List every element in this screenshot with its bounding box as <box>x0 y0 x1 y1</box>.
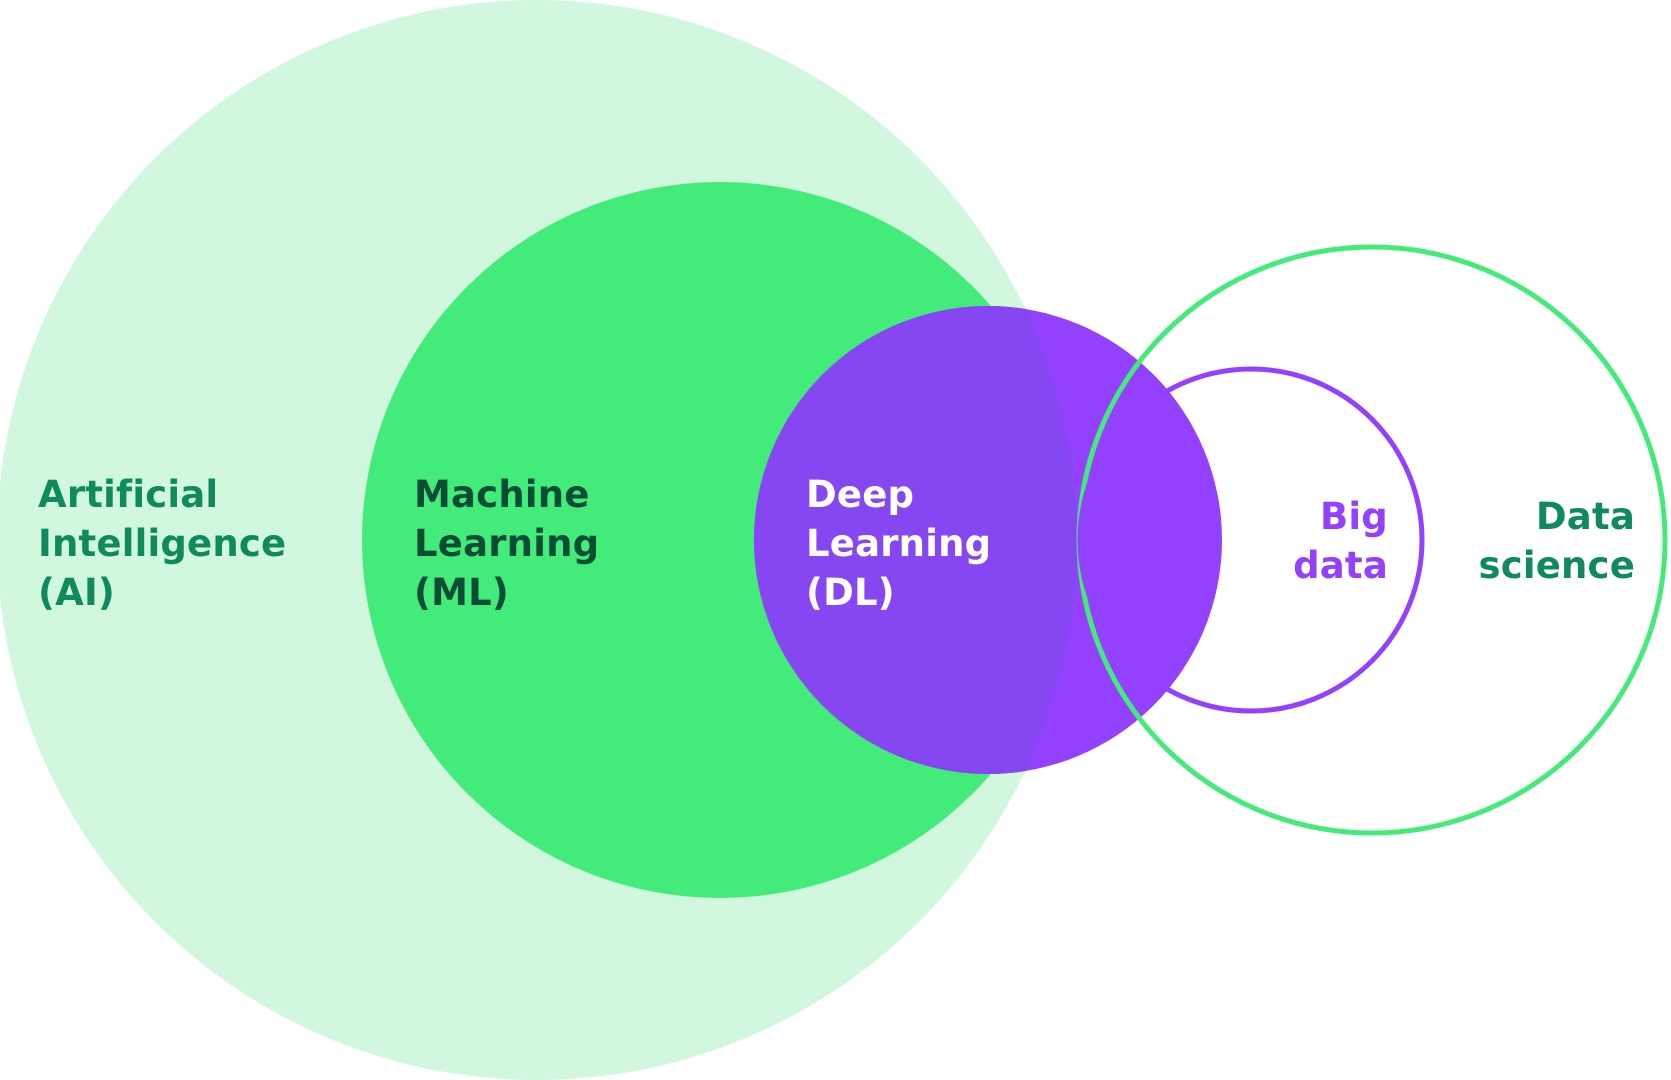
dl-label-line-3: (DL) <box>806 571 895 614</box>
ai-label: Artificial Intelligence (AI) <box>38 470 286 617</box>
ai-label-line-2: Intelligence <box>38 522 287 565</box>
big-data-label-line-1: Big <box>1320 495 1388 538</box>
big-data-label-line-2: data <box>1293 544 1388 587</box>
ml-label: Machine Learning (ML) <box>414 470 599 617</box>
ml-label-line-1: Machine <box>414 473 590 516</box>
ai-label-line-3: (AI) <box>38 571 116 614</box>
big-data-circle <box>1077 366 1425 714</box>
dl-label-line-2: Learning <box>806 522 992 565</box>
ml-label-line-3: (ML) <box>414 571 510 614</box>
big-data-label: Big data <box>1293 492 1388 590</box>
dl-label: Deep Learning (DL) <box>806 470 991 617</box>
data-science-label: Data science <box>1478 492 1635 590</box>
dl-label-line-1: Deep <box>806 473 915 516</box>
data-science-label-line-2: science <box>1478 544 1635 587</box>
dl-inside-ai-overlap <box>754 306 1077 774</box>
ml-label-line-2: Learning <box>414 522 600 565</box>
ai-label-line-1: Artificial <box>38 473 219 516</box>
data-science-label-line-1: Data <box>1535 495 1635 538</box>
